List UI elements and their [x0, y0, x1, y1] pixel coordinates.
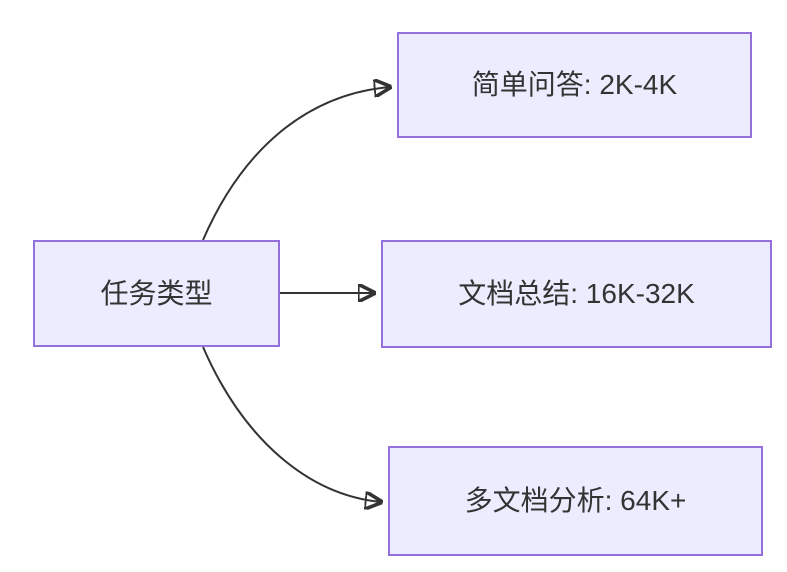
node-multidoc-analysis-label: 多文档分析: 64K+: [464, 485, 687, 517]
node-doc-summary: 文档总结: 16K-32K: [381, 240, 772, 348]
node-multidoc-analysis: 多文档分析: 64K+: [388, 446, 763, 556]
node-task-type: 任务类型: [33, 240, 280, 347]
node-simple-qa-label: 简单问答: 2K-4K: [471, 69, 678, 101]
node-doc-summary-label: 文档总结: 16K-32K: [458, 278, 695, 310]
edge-root-to-qa: [202, 87, 390, 241]
edge-root-to-multidoc: [202, 346, 381, 502]
node-task-type-label: 任务类型: [100, 277, 213, 309]
node-simple-qa: 简单问答: 2K-4K: [397, 32, 752, 138]
